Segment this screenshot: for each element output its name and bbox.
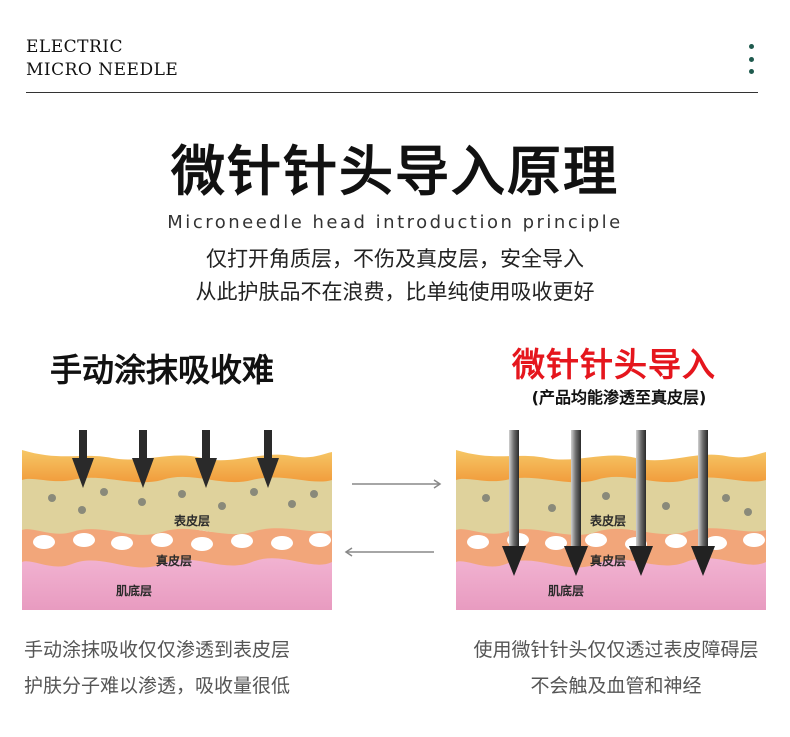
dermis-label: 真皮层 xyxy=(590,554,627,568)
menu-dot xyxy=(748,56,754,62)
microneedle-icon xyxy=(502,430,715,576)
skin-layers-illustration xyxy=(456,422,766,610)
epidermis-label: 表皮层 xyxy=(590,514,627,528)
vertical-dots-icon[interactable] xyxy=(744,44,758,74)
brand-logo-text: ELECTRIC MICRO NEEDLE xyxy=(26,36,178,82)
skin-layers-illustration xyxy=(22,422,332,610)
manual-caption-line-1: 手动涂抹吸收仅仅渗透到表皮层 xyxy=(24,639,291,661)
microneedle-skin-diagram: 表皮层 真皮层 肌底层 xyxy=(456,422,766,610)
microneedle-caption-line-2: 不会触及血管和神经 xyxy=(530,675,702,697)
microneedle-title: 微针针头导入 xyxy=(512,345,716,384)
header-divider xyxy=(26,92,758,93)
manual-caption-line-2: 护肤分子难以渗透，吸收量很低 xyxy=(24,675,291,697)
description-line-1: 仅打开角质层，不伤及真皮层，安全导入 xyxy=(206,247,584,271)
microneedle-caption: 使用微针针头仅仅透过表皮障碍层 不会触及血管和神经 xyxy=(456,632,776,704)
manual-caption: 手动涂抹吸收仅仅渗透到表皮层 护肤分子难以渗透，吸收量很低 xyxy=(24,632,290,704)
comparison-arrows xyxy=(344,479,442,557)
arrow-down-icon xyxy=(72,430,279,488)
microneedle-caption-line-1: 使用微针针头仅仅透过表皮障碍层 xyxy=(473,639,759,661)
page-title: 微针针头导入原理 xyxy=(171,140,619,203)
menu-dot xyxy=(748,44,754,49)
microneedle-subtitle: (产品均能渗透至真皮层) xyxy=(531,388,707,407)
page-subtitle-english: Microneedle head introduction principle xyxy=(167,212,623,233)
manual-application-title: 手动涂抹吸收难 xyxy=(50,351,275,389)
epidermis-label: 表皮层 xyxy=(174,514,211,528)
menu-dot xyxy=(748,69,754,74)
page-description: 仅打开角质层，不伤及真皮层，安全导入 从此护肤品不在浪费，比单纯使用吸收更好 xyxy=(0,243,790,309)
dermis-label: 真皮层 xyxy=(156,554,193,568)
description-line-2: 从此护肤品不在浪费，比单纯使用吸收更好 xyxy=(195,280,595,304)
muscle-layer-label: 肌底层 xyxy=(116,584,153,598)
brand-line-2: MICRO NEEDLE xyxy=(26,60,179,80)
manual-skin-diagram: 表皮层 真皮层 肌底层 xyxy=(22,422,332,610)
brand-line-1: ELECTRIC xyxy=(26,37,123,57)
muscle-layer-label: 肌底层 xyxy=(548,584,585,598)
